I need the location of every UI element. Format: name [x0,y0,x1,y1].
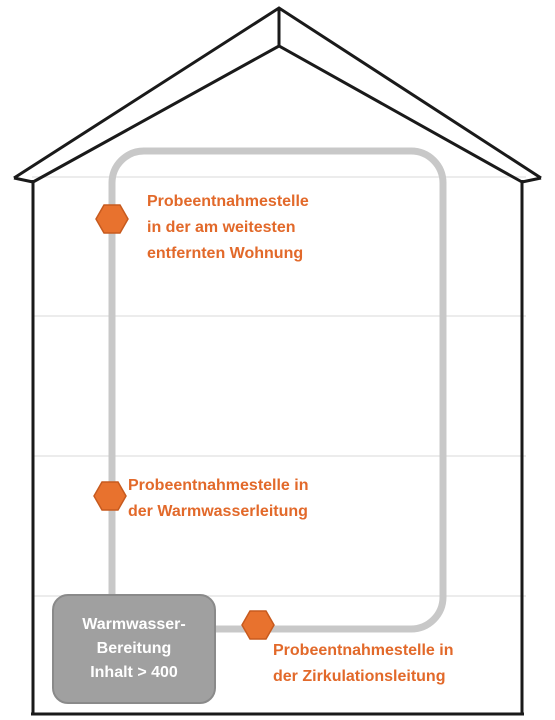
label-line: der Warmwasserleitung [128,503,308,520]
label-line: Probeentnahmestelle [147,193,309,210]
sampling-point-label-hot-water-pipe: Probeentnahmestelle in der Warmwasserlei… [128,473,309,525]
roof-eave-left [13,176,34,184]
tank-label-line: Warmwasser- [82,616,186,633]
label-line: Probeentnahmestelle in [273,642,454,659]
label-line: der Zirkulationsleitung [273,668,446,685]
sampling-point-label-circulation-pipe: Probeentnahmestelle in der Zirkulationsl… [273,638,454,690]
label-line: entfernten Wohnung [147,245,304,262]
tank-label-line: Bereitung [96,640,172,657]
circulation-pipe-loop [108,147,447,633]
label-line: Probeentnahmestelle in [128,477,309,494]
hexagon-marker-icon [241,610,275,640]
roof-eave-right [521,176,542,184]
roof-inner [32,44,523,184]
hexagon-marker-icon [93,481,127,511]
label-line: in der am weitesten [147,219,296,236]
water-heater-box: Warmwasser- Bereitung Inhalt > 400 [52,594,216,704]
tank-label-line: Inhalt > 400 [90,664,178,681]
sampling-point-label-apartment: Probeentnahmestelle in der am weitesten … [147,189,309,267]
hexagon-marker-icon [95,204,129,234]
